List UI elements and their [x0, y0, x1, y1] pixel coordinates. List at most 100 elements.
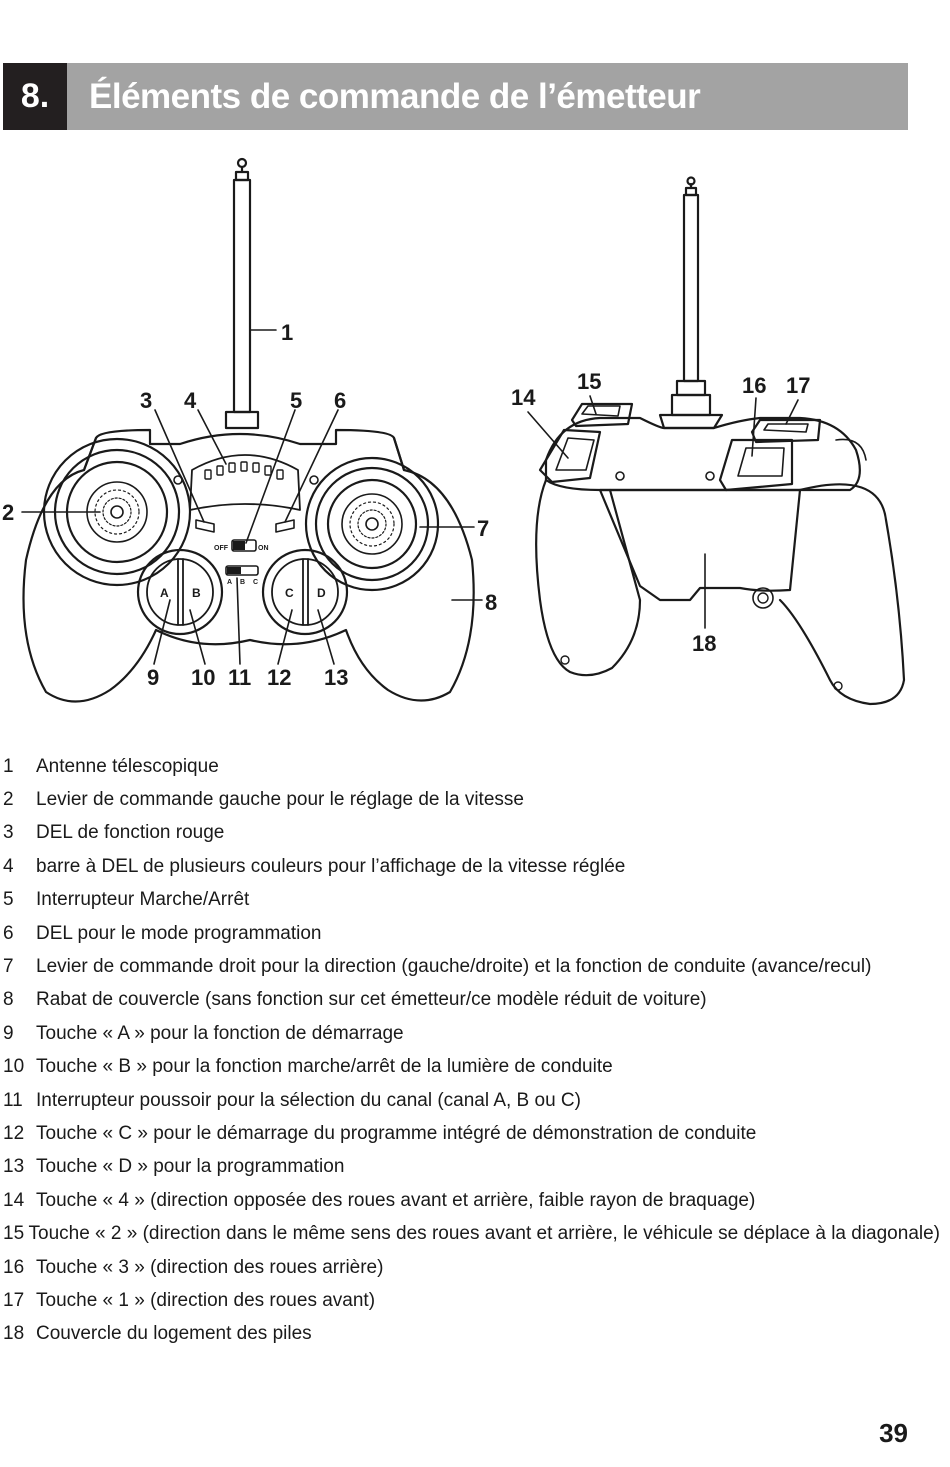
legend-number: 15 — [3, 1223, 25, 1245]
shoulder-button-3-icon — [718, 438, 794, 492]
legend-number: 12 — [3, 1122, 25, 1144]
legend-number: 13 — [3, 1156, 25, 1178]
callout-17: 17 — [786, 373, 810, 398]
legend-text: Levier de commande droit pour la directi… — [36, 956, 872, 978]
transmitter-back-view — [527, 176, 906, 706]
callout-6: 6 — [334, 388, 346, 413]
legend-text: Touche « 1 » (direction des roues avant) — [36, 1289, 376, 1311]
antenna-icon — [224, 157, 260, 430]
legend-text: Couvercle du logement des piles — [36, 1323, 312, 1345]
callout-8: 8 — [485, 590, 497, 615]
legend-text: barre à DEL de plusieurs couleurs pour l… — [36, 855, 626, 877]
callout-18: 18 — [692, 631, 716, 656]
transmitter-illustration: OFF ON A B C — [2, 157, 906, 706]
legend-text: Touche « B » pour la fonction marche/arr… — [36, 1056, 613, 1078]
battery-cover-icon — [598, 488, 802, 602]
legend-text: Interrupteur Marche/Arrêt — [36, 889, 250, 911]
legend-text: Touche « C » pour le démarrage du progra… — [36, 1122, 757, 1144]
legend-number: 16 — [3, 1256, 25, 1278]
shoulder-button-2-icon — [570, 402, 634, 428]
legend-number: 18 — [3, 1323, 25, 1345]
button-a-label: A — [160, 586, 169, 600]
switch-off-label: OFF — [214, 545, 229, 552]
callout-7: 7 — [477, 516, 489, 541]
section-number: 8. — [3, 63, 67, 130]
led-bar-icon — [204, 461, 284, 480]
power-switch-icon — [231, 539, 257, 552]
led-bar-housing — [189, 454, 301, 511]
legend-number: 14 — [3, 1189, 25, 1211]
switch-on-label: ON — [258, 545, 269, 552]
legend-number: 8 — [3, 989, 14, 1011]
legend-item: 11 Interrupteur poussoir pour la sélectio… — [0, 1084, 940, 1117]
front-leader-lines — [21, 329, 483, 665]
legend-number: 7 — [3, 956, 14, 978]
callout-14: 14 — [511, 385, 536, 410]
legend-text: Antenne télescopique — [36, 755, 219, 777]
callout-9: 9 — [147, 665, 159, 690]
legend-item: 8 Rabat de couvercle (sans fonction sur c… — [0, 984, 940, 1017]
shoulder-button-1-icon — [750, 418, 822, 444]
antenna-back-icon — [658, 176, 724, 430]
legend-number: 17 — [3, 1289, 25, 1311]
legend-item: 16 Touche « 3 » (direction des roues arri… — [0, 1251, 940, 1284]
button-pod-ab — [136, 548, 224, 636]
legend-text: Levier de commande gauche pour le réglag… — [36, 789, 524, 811]
legend-text: Interrupteur poussoir pour la sélection … — [36, 1089, 581, 1111]
callout-13: 13 — [324, 665, 348, 690]
legend-item: 13 Touche « D » pour la programmation — [0, 1151, 940, 1184]
legend-text: Touche « 2 » (direction dans le même sen… — [28, 1223, 940, 1245]
callout-1: 1 — [281, 320, 293, 345]
callout-12: 12 — [267, 665, 291, 690]
transmitter-front-view: OFF ON A B C — [21, 157, 483, 703]
legend-text: DEL pour le mode programmation — [36, 922, 322, 944]
legend-text: Touche « 4 » (direction opposée des roue… — [36, 1189, 756, 1211]
right-joystick-icon — [304, 456, 440, 592]
legend-number: 6 — [3, 922, 14, 944]
back-left-grip — [535, 478, 642, 677]
channel-letter-c: C — [253, 579, 258, 586]
legend-item: 14 Touche « 4 » (direction opposée des ro… — [0, 1184, 940, 1217]
legend-item: 7 Levier de commande droit pour la direct… — [0, 950, 940, 983]
channel-letter-b: B — [240, 579, 245, 586]
legend-number: 11 — [3, 1089, 23, 1111]
button-c-label: C — [285, 586, 294, 600]
back-right-grip — [778, 483, 906, 706]
legend-item: 10 Touche « B » pour la fonction marche/a… — [0, 1051, 940, 1084]
legend-number: 10 — [3, 1056, 25, 1078]
callout-10: 10 — [191, 665, 215, 690]
callout-2: 2 — [2, 500, 14, 525]
legend-item: 2 Levier de commande gauche pour le régla… — [0, 783, 940, 816]
legend-item: 6 DEL pour le mode programmation — [0, 917, 940, 950]
legend-number: 5 — [3, 889, 14, 911]
legend-number: 2 — [3, 789, 14, 811]
page-number: 39 — [879, 1418, 908, 1448]
legend-text: Rabat de couvercle (sans fonction sur ce… — [36, 989, 707, 1011]
legend-number: 1 — [3, 755, 14, 777]
section-title: Éléments de commande de l’émetteur — [89, 77, 701, 116]
channel-switch-icon — [225, 565, 259, 576]
legend-text: Touche « D » pour la programmation — [36, 1156, 345, 1178]
legend-number: 9 — [3, 1022, 14, 1044]
callout-4: 4 — [184, 388, 197, 413]
back-leader-lines — [527, 395, 799, 629]
button-pod-cd — [261, 548, 349, 636]
callout-3: 3 — [140, 388, 152, 413]
channel-letter-a: A — [227, 579, 232, 586]
callout-16: 16 — [742, 373, 766, 398]
button-d-label: D — [317, 586, 326, 600]
legend-text: Touche « 3 » (direction des roues arrièr… — [36, 1256, 384, 1278]
red-led-icon — [195, 519, 215, 533]
legend-item: 17 Touche « 1 » (direction des roues avan… — [0, 1284, 940, 1317]
button-b-label: B — [192, 586, 201, 600]
back-top-shell — [544, 416, 861, 492]
legend-text: DEL de fonction rouge — [36, 822, 225, 844]
legend-item: 1 Antenne télescopique — [0, 750, 940, 783]
section-header: 8. Éléments de commande de l’émetteur — [3, 63, 908, 130]
legend-item: 18 Couvercle du logement des piles — [0, 1318, 940, 1351]
legend-number: 3 — [3, 822, 14, 844]
